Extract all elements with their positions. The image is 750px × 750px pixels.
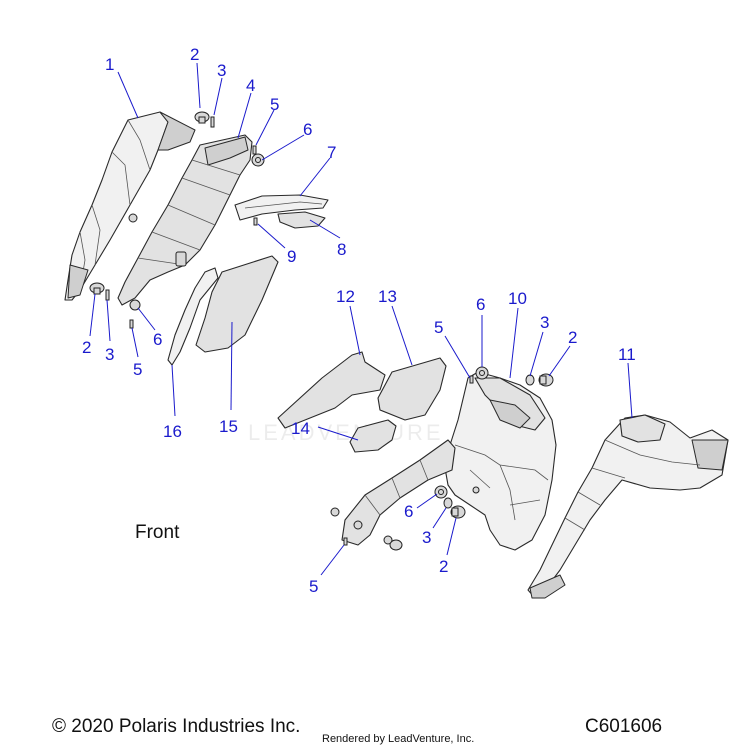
fastener-2-lower[interactable] [450, 505, 466, 519]
leadventure-watermark: LEADVENTURE [248, 420, 444, 445]
fastener-6-upper[interactable] [251, 153, 265, 167]
front-label: Front [135, 522, 180, 543]
callout-6[interactable]: 6 [153, 330, 162, 349]
callout-2[interactable]: 2 [568, 328, 577, 347]
part-14-decal[interactable] [349, 419, 397, 453]
fastener-lower-misc[interactable] [330, 507, 403, 551]
rendered-by-text: Rendered by LeadVenture, Inc. [322, 733, 475, 745]
callout-6[interactable]: 6 [303, 120, 312, 139]
part-12-decal[interactable] [277, 351, 386, 429]
part-13-decal[interactable] [377, 357, 447, 421]
callout-12[interactable]: 12 [336, 287, 355, 306]
callout-5[interactable]: 5 [133, 360, 142, 379]
callout-labels: 1 2 3 4 5 6 7 8 9 2 3 6 5 16 15 12 13 14… [82, 45, 636, 596]
callout-5[interactable]: 5 [270, 95, 279, 114]
part-8-trim-piece[interactable] [277, 211, 326, 229]
callout-11[interactable]: 11 [618, 345, 636, 364]
callout-3[interactable]: 3 [540, 313, 549, 332]
fastener-5-upper[interactable] [252, 145, 257, 155]
copyright-text: © 2020 Polaris Industries Inc. [52, 716, 301, 737]
part-1-left-side-panel[interactable] [64, 111, 196, 301]
callout-16[interactable]: 16 [163, 422, 182, 441]
callout-5[interactable]: 5 [434, 318, 443, 337]
callout-3[interactable]: 3 [217, 61, 226, 80]
part-7-trim-strip[interactable] [234, 194, 329, 221]
callout-9[interactable]: 9 [287, 247, 296, 266]
callout-6[interactable]: 6 [476, 295, 485, 314]
callout-2[interactable]: 2 [190, 45, 199, 64]
callout-1[interactable]: 1 [105, 55, 114, 74]
callout-3[interactable]: 3 [422, 528, 431, 547]
part-4-inner-liner[interactable] [117, 134, 253, 306]
callout-10[interactable]: 10 [508, 289, 527, 308]
leader-lines [89, 62, 633, 576]
fastener-3-lower-left[interactable] [105, 289, 110, 301]
fastener-3-right-upper[interactable] [525, 374, 535, 386]
callout-6[interactable]: 6 [404, 502, 413, 521]
fastener-5-lower-left[interactable] [129, 319, 134, 329]
callout-4[interactable]: 4 [246, 76, 255, 95]
callout-14[interactable]: 14 [291, 419, 310, 438]
fastener-3-lower[interactable] [443, 497, 453, 509]
callout-8[interactable]: 8 [337, 240, 346, 259]
callout-13[interactable]: 13 [378, 287, 397, 306]
callout-15[interactable]: 15 [219, 417, 238, 436]
fastener-5-right-upper[interactable] [469, 375, 474, 384]
part-11-right-side-panel[interactable] [527, 414, 729, 599]
fastener-2-right-upper[interactable] [538, 373, 554, 387]
fastener-3-upper[interactable] [210, 116, 215, 128]
fastener-2-lower-left[interactable] [89, 282, 105, 295]
fastener-2-upper[interactable] [194, 111, 210, 124]
part-16-side-strip[interactable] [167, 267, 219, 366]
callout-7[interactable]: 7 [327, 143, 336, 162]
diagram-code: C601606 [585, 716, 663, 737]
callout-2[interactable]: 2 [82, 338, 91, 357]
fastener-6-lower-left[interactable] [129, 299, 141, 311]
part-15-decal-panel[interactable] [195, 255, 279, 353]
callout-3[interactable]: 3 [105, 345, 114, 364]
fastener-9[interactable] [253, 217, 258, 226]
callout-2[interactable]: 2 [439, 557, 448, 576]
fastener-6-right-upper[interactable] [475, 366, 489, 380]
callout-5[interactable]: 5 [309, 577, 318, 596]
fastener-6-lower[interactable] [434, 485, 448, 499]
part-10-front-shroud[interactable] [341, 371, 557, 551]
